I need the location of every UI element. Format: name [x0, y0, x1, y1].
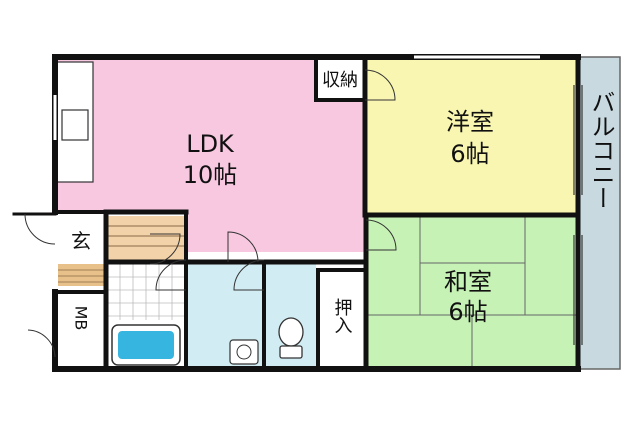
toilet-bowl — [278, 317, 304, 347]
balcony-doors — [573, 85, 583, 345]
bathroom-tiles — [107, 264, 186, 320]
meter-box-area — [57, 294, 106, 369]
ldk-size: 10帖 — [183, 161, 238, 189]
entrance-floor-lines — [58, 269, 104, 283]
ldk-label: LDK — [186, 130, 235, 158]
storage-area — [316, 57, 365, 100]
hall-step-lines — [107, 225, 186, 247]
window-frames — [52, 54, 540, 140]
storage-label: 収納 — [322, 70, 358, 91]
entrance-floor — [58, 264, 104, 286]
ldk-area — [57, 57, 365, 252]
western-room-label: 洋室 — [446, 108, 494, 136]
hall-step-area — [107, 216, 186, 260]
western-room-area — [368, 57, 578, 215]
kitchen-sink — [61, 109, 89, 141]
japanese-room-area — [368, 215, 578, 369]
western-room-size: 6帖 — [450, 140, 489, 168]
balcony-area — [577, 56, 621, 370]
closet-label: 押入 — [332, 298, 353, 334]
toilet-tank — [279, 345, 303, 359]
balcony-label: バルコニー — [587, 90, 615, 210]
japanese-room-size: 6帖 — [448, 298, 487, 326]
bathtub-water — [118, 331, 174, 359]
closet-area — [318, 272, 366, 369]
door-swings — [24, 69, 397, 358]
tatami-lines — [368, 215, 578, 369]
entrance-label: 玄 — [71, 229, 91, 253]
japanese-room-label: 和室 — [444, 268, 492, 296]
washbasin — [229, 339, 259, 365]
washbasin-bowl — [236, 344, 252, 360]
windows — [53, 55, 540, 140]
meter-box-label: MB — [72, 306, 91, 331]
entrance-area — [57, 216, 106, 264]
